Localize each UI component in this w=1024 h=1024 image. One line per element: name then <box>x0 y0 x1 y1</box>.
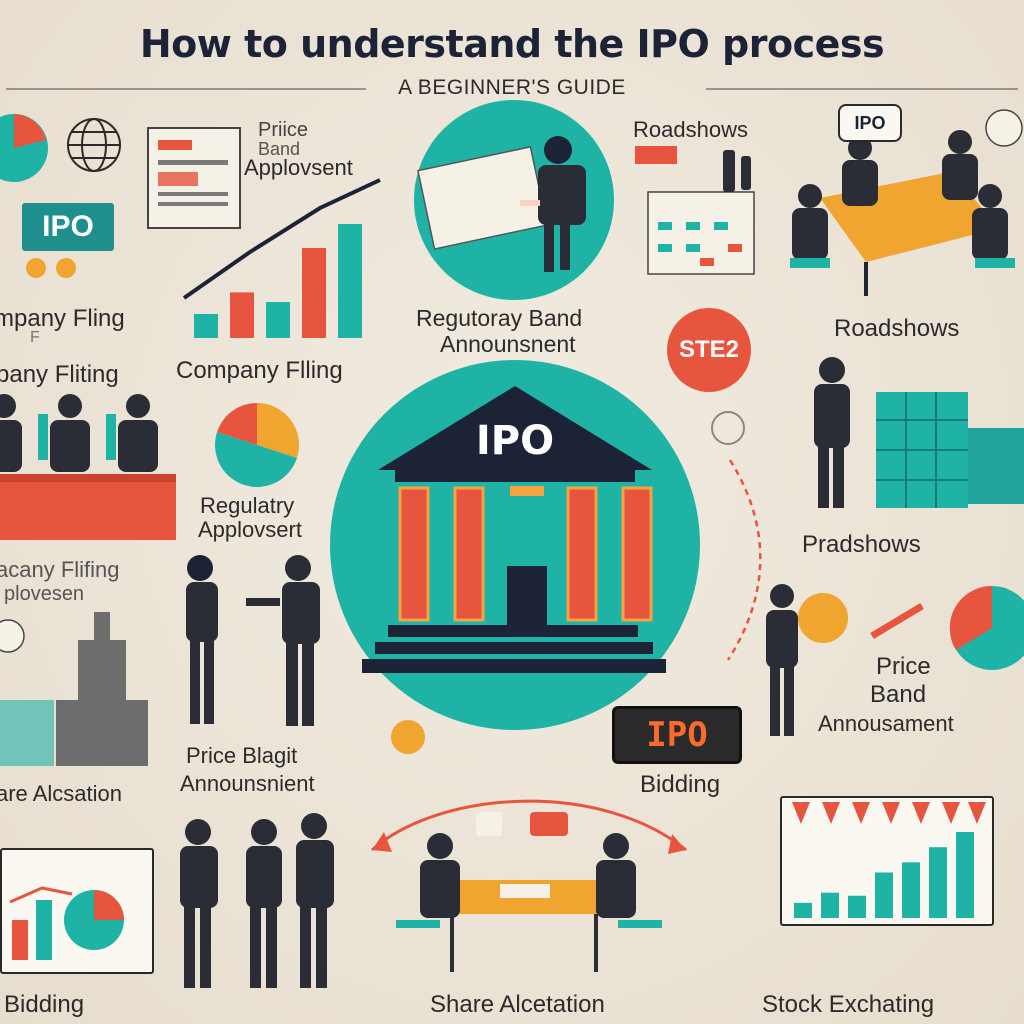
price-band-line3: Applovsent <box>244 155 353 180</box>
price-band-line2: Band <box>258 139 301 159</box>
ipo-sign: IPO <box>22 203 114 251</box>
company-filing-center-label: Company Flling <box>176 357 343 384</box>
exchange-bar <box>929 847 947 918</box>
pradshows-label: Pradshows <box>802 531 921 558</box>
pie-slice <box>257 403 299 458</box>
growth-bar <box>338 224 362 338</box>
pie-slice <box>215 432 297 487</box>
globe-icon <box>67 118 121 172</box>
exchange-bar <box>848 895 866 918</box>
temple-door <box>507 566 547 626</box>
company-filing-left-2: pany Fliting <box>0 361 119 388</box>
price-blagit-line1: Price Blagit <box>186 743 298 768</box>
price-band-line1: Priice <box>258 119 309 141</box>
stock-exchange-board <box>780 796 994 926</box>
coin-icon <box>391 720 425 754</box>
subtitle-rule-right <box>706 88 1018 90</box>
subtitle-rule-left <box>6 88 366 90</box>
regulatory-approval-line2: Applovsert <box>198 517 302 542</box>
ipo-led-display: IPO <box>612 706 742 764</box>
roadshows-right-label: Roadshows <box>834 315 960 342</box>
exchange-bar <box>821 892 839 918</box>
company-filing-left-3b: plovesen <box>4 583 85 605</box>
roadshows-top-label: Roadshows <box>633 117 748 142</box>
bidding-bottom-label: Bidding <box>4 991 85 1018</box>
trend-line <box>182 178 381 300</box>
temple-ipo-label: IPO <box>475 418 555 464</box>
growth-bar <box>266 302 290 338</box>
regulatory-band-line1: Regutoray Band <box>416 305 583 331</box>
regulatory-band-line2: Announsnent <box>440 331 576 357</box>
growth-bar <box>194 314 218 338</box>
ipo-speech-bubble: IPO <box>838 104 902 142</box>
company-filing-left-1b: F <box>30 329 40 346</box>
arrow-right-icon <box>870 602 924 640</box>
exchange-bar <box>956 832 974 918</box>
bidding-card <box>0 848 154 974</box>
step-badge: STE2 <box>667 308 751 392</box>
growth-bar <box>302 248 326 338</box>
flow-arc-right <box>726 459 762 661</box>
price-band-right-line3: Annousament <box>818 711 954 736</box>
company-filing-left-3a: acany Flifing <box>0 557 120 582</box>
bidding-center-label: Bidding <box>640 771 721 798</box>
regulatory-approval-line1: Regulatry <box>200 493 295 518</box>
page-subtitle: A BEGINNER'S GUIDE <box>398 76 626 99</box>
page-title: How to understand the IPO process <box>139 22 885 66</box>
flow-arc-bottom <box>371 799 687 852</box>
stock-exchange-bottom-label: Stock Exchating <box>762 991 935 1018</box>
temple-roof <box>378 386 652 470</box>
growth-bar <box>230 292 254 338</box>
price-blagit-line2: Announsnient <box>180 771 315 796</box>
growth-bar-chart <box>194 224 362 338</box>
temple-columns <box>398 486 653 622</box>
pie-slice <box>217 403 257 445</box>
share-allocation-left-label: are Alcsation <box>0 781 122 806</box>
exchange-bar <box>794 902 812 918</box>
document-stack-icon <box>147 127 241 229</box>
exchange-bar <box>875 872 893 918</box>
share-pie-chart <box>215 403 299 487</box>
share-allocation-bottom-label: Share Alcetation <box>430 991 605 1018</box>
exchange-bar <box>902 862 920 918</box>
price-band-right-line2: Band <box>870 681 927 708</box>
company-filing-left-1: mpany Fling <box>0 305 125 332</box>
panel-desk <box>0 474 176 540</box>
skyscraper <box>56 612 148 766</box>
price-band-right-line1: Price <box>876 653 931 680</box>
